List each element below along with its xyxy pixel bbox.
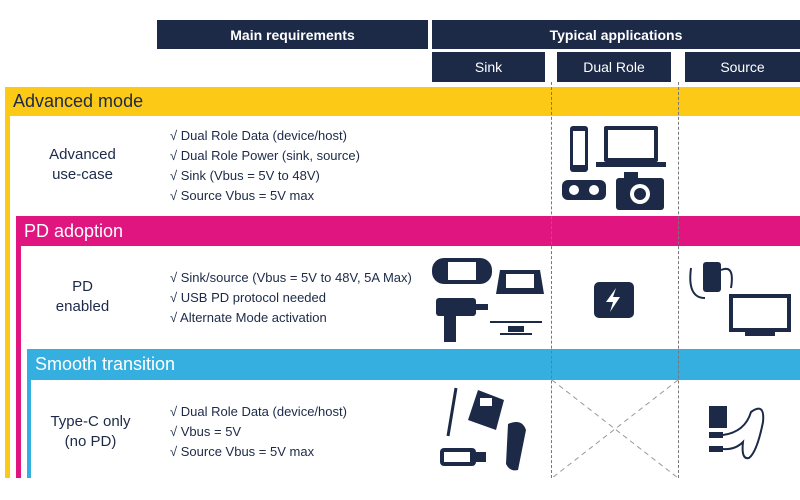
requirement: √ Vbus = 5V <box>170 424 242 439</box>
pd-source-icons <box>689 262 791 336</box>
pd-sink-icons <box>432 258 544 342</box>
label-line: Advanced <box>49 146 116 163</box>
payment-terminal-icon <box>468 390 504 430</box>
header-sink: Sink <box>432 52 545 82</box>
header-dual-role: Dual Role <box>557 52 671 82</box>
requirements-type-c: √ Dual Role Data (device/host) √ Vbus = … <box>170 402 347 462</box>
e-cigarette-icon <box>446 387 458 437</box>
drill-icon <box>436 298 488 342</box>
speaker-icon <box>562 180 606 200</box>
requirement: √ Sink (Vbus = 5V to 48V) <box>170 168 320 183</box>
header-source: Source <box>685 52 800 82</box>
router-icon <box>496 270 544 294</box>
requirements-advanced: √ Dual Role Data (device/host) √ Dual Ro… <box>170 126 360 206</box>
requirements-pd: √ Sink/source (Vbus = 5V to 48V, 5A Max)… <box>170 268 412 328</box>
row-label-advanced: Advanced use-case <box>30 145 135 185</box>
label-line: use-case <box>52 166 113 183</box>
advanced-bar <box>5 87 10 478</box>
header-typical-applications: Typical applications <box>432 20 800 49</box>
label-line: enabled <box>55 298 110 315</box>
label-line: PD <box>72 278 93 295</box>
dual-role-devices-icons <box>562 126 666 210</box>
column-divider <box>551 82 552 478</box>
smartphone-icon <box>570 126 588 172</box>
requirement: √ USB PD protocol needed <box>170 290 326 305</box>
type-c-sink-icons <box>440 387 526 471</box>
label-line: Type-C only <box>50 413 131 430</box>
power-adapter-icon <box>689 262 733 299</box>
requirement: √ Alternate Mode activation <box>170 310 327 325</box>
requirement: √ Dual Role Data (device/host) <box>170 404 347 419</box>
monitor-icon <box>729 294 791 336</box>
camera-icon <box>616 172 664 210</box>
column-divider <box>678 82 679 478</box>
band-smooth-transition: Smooth transition <box>27 349 800 380</box>
row-label-pd: PD enabled <box>30 277 135 317</box>
band-advanced-mode: Advanced mode <box>5 87 800 116</box>
charger-cable-icon <box>709 406 765 460</box>
smooth-bar <box>27 349 31 478</box>
power-bank-icon <box>594 282 634 318</box>
requirement: √ Sink/source (Vbus = 5V to 48V, 5A Max) <box>170 270 412 285</box>
requirement: √ Source Vbus = 5V max <box>170 444 315 459</box>
game-console-icon <box>432 258 492 284</box>
row-label-type-c: Type-C only (no PD) <box>38 412 143 452</box>
requirement: √ Source Vbus = 5V max <box>170 188 315 203</box>
drone-icon <box>490 321 542 335</box>
band-pd-adoption: PD adoption <box>16 216 800 246</box>
requirement: √ Dual Role Power (sink, source) <box>170 148 360 163</box>
label-line: (no PD) <box>64 433 117 450</box>
pd-bar <box>16 216 21 478</box>
header-main-requirements: Main requirements <box>157 20 428 49</box>
usb-stick-icon <box>440 448 486 466</box>
requirement: √ Dual Role Data (device/host) <box>170 128 347 143</box>
shaver-icon <box>506 422 526 471</box>
not-applicable-cross <box>552 380 678 478</box>
laptop-icon <box>596 126 666 167</box>
